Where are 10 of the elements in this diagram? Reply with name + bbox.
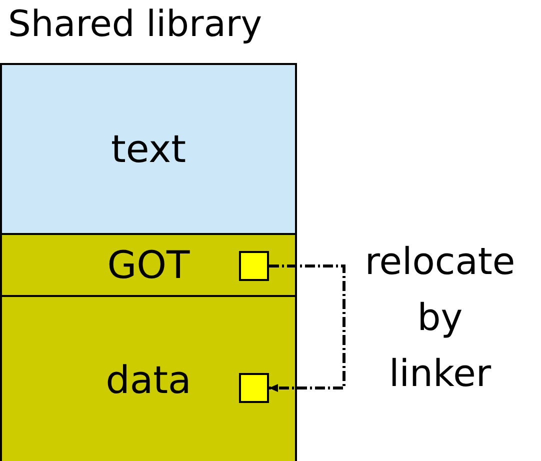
section-label: GOT [107, 243, 190, 287]
memory-section [2, 235, 295, 297]
memory-section [2, 297, 295, 461]
arrow [269, 264, 346, 392]
pointer-slot [239, 373, 269, 403]
section-label: data [106, 358, 192, 402]
section-heading: Shared library [8, 4, 262, 45]
pointer-slot [239, 251, 269, 281]
memory-section [2, 65, 295, 235]
section-label: text [111, 127, 186, 171]
